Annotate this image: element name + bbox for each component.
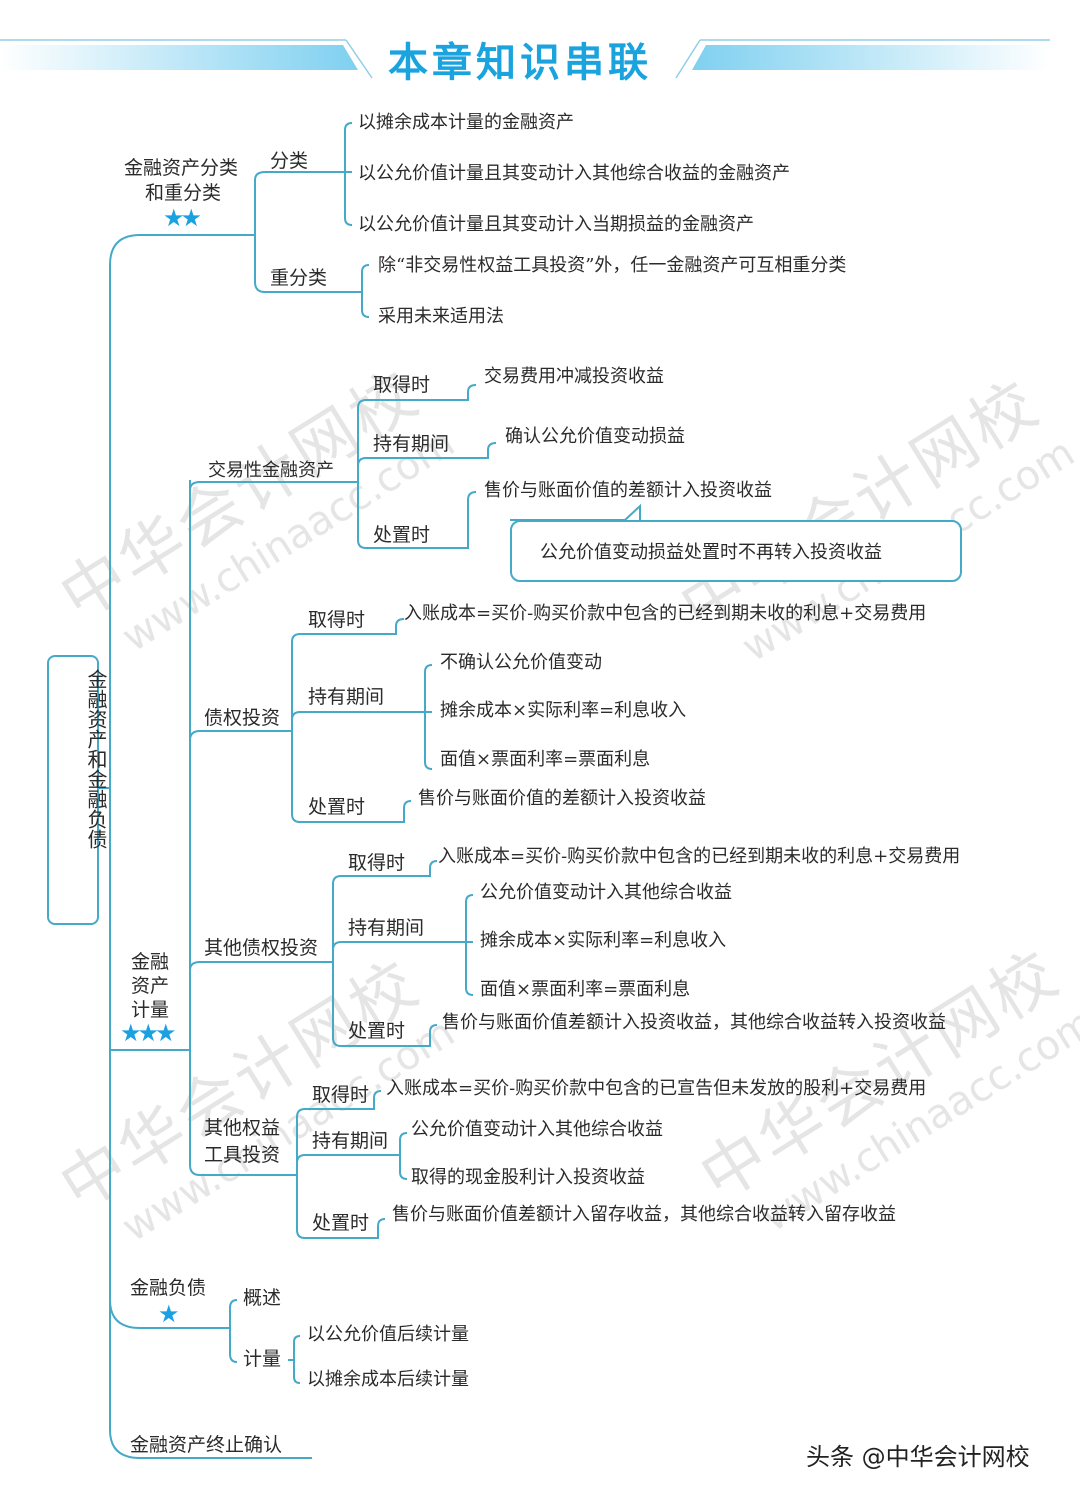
leaf: 取得的现金股利计入投资收益 bbox=[411, 1167, 645, 1188]
leaf: 不确认公允价值变动 bbox=[440, 652, 602, 673]
node-measure[interactable]: 计量 bbox=[243, 1348, 282, 1370]
node-measurement-label[interactable]: 金融 bbox=[131, 951, 170, 973]
leaf: 采用未来适用法 bbox=[378, 306, 504, 327]
node-disposal[interactable]: 处置时 bbox=[348, 1020, 406, 1042]
leaf: 面值×票面利率=票面利息 bbox=[440, 749, 651, 770]
node-disposal[interactable]: 处置时 bbox=[373, 524, 431, 546]
leaf: 除“非交易性权益工具投资”外，任一金融资产可互相重分类 bbox=[378, 255, 847, 276]
source-credit: 头条 @中华会计网校 bbox=[806, 1443, 1030, 1471]
callout-note: 公允价值变动损益处置时不再转入投资收益 bbox=[510, 520, 962, 582]
root-label: 金融资产和金融负债 bbox=[84, 669, 108, 849]
leaf: 公允价值变动计入其他综合收益 bbox=[411, 1119, 663, 1140]
root-node[interactable]: 金融资产和金融负债 bbox=[47, 655, 108, 925]
node-overview[interactable]: 概述 bbox=[243, 1287, 282, 1309]
node-classify[interactable]: 分类 bbox=[270, 150, 309, 172]
leaf: 售价与账面价值差额计入留存收益，其他综合收益转入留存收益 bbox=[392, 1204, 896, 1225]
leaf: 入账成本=买价-购买价款中包含的已经到期未收的利息+交易费用 bbox=[404, 603, 927, 624]
node-trading[interactable]: 交易性金融资产 bbox=[208, 460, 334, 481]
leaf: 以摊余成本后续计量 bbox=[307, 1369, 469, 1390]
node-reclassify[interactable]: 重分类 bbox=[270, 267, 328, 289]
node-derecognition[interactable]: 金融资产终止确认 bbox=[130, 1434, 283, 1456]
node-other-debt[interactable]: 其他债权投资 bbox=[204, 937, 319, 959]
leaf: 以公允价值后续计量 bbox=[307, 1324, 469, 1345]
node-other-equity-2: 工具投资 bbox=[204, 1144, 281, 1166]
node-measurement-label-2: 资产 bbox=[131, 975, 170, 997]
leaf: 入账成本=买价-购买价款中包含的已经到期未收的利息+交易费用 bbox=[438, 846, 961, 867]
leaf: 售价与账面价值差额计入投资收益，其他综合收益转入投资收益 bbox=[442, 1012, 946, 1033]
node-measurement-label-3: 计量 bbox=[131, 999, 170, 1021]
leaf: 以公允价值计量且其变动计入当期损益的金融资产 bbox=[358, 214, 754, 235]
leaf: 交易费用冲减投资收益 bbox=[484, 366, 664, 387]
leaf: 售价与账面价值的差额计入投资收益 bbox=[484, 480, 772, 501]
node-classification-label[interactable]: 金融资产分类 bbox=[124, 157, 239, 179]
node-disposal[interactable]: 处置时 bbox=[308, 796, 366, 818]
node-holding[interactable]: 持有期间 bbox=[348, 917, 425, 939]
page-title: 本章知识串联 bbox=[388, 40, 652, 86]
leaf: 售价与账面价值的差额计入投资收益 bbox=[418, 788, 706, 809]
leaf: 确认公允价值变动损益 bbox=[505, 426, 685, 447]
leaf: 公允价值变动计入其他综合收益 bbox=[480, 882, 732, 903]
star-rating-icon: ★★ bbox=[163, 204, 202, 232]
leaf: 摊余成本×实际利率=利息收入 bbox=[440, 700, 687, 721]
leaf: 以公允价值计量且其变动计入其他综合收益的金融资产 bbox=[358, 163, 790, 184]
leaf: 面值×票面利率=票面利息 bbox=[480, 979, 691, 1000]
node-holding[interactable]: 持有期间 bbox=[373, 433, 450, 455]
node-acquire[interactable]: 取得时 bbox=[308, 609, 366, 631]
star-rating-icon: ★ bbox=[158, 1300, 179, 1328]
node-classification-label-2: 和重分类 bbox=[145, 182, 222, 204]
node-debt[interactable]: 债权投资 bbox=[204, 707, 281, 729]
node-acquire[interactable]: 取得时 bbox=[373, 374, 431, 396]
node-holding[interactable]: 持有期间 bbox=[308, 686, 385, 708]
leaf: 入账成本=买价-购买价款中包含的已宣告但未发放的股利+交易费用 bbox=[386, 1078, 927, 1099]
node-other-equity[interactable]: 其他权益 bbox=[204, 1117, 281, 1139]
leaf: 以摊余成本计量的金融资产 bbox=[358, 112, 574, 133]
node-acquire[interactable]: 取得时 bbox=[348, 852, 406, 874]
node-holding[interactable]: 持有期间 bbox=[312, 1130, 389, 1152]
star-rating-icon: ★★★ bbox=[120, 1019, 177, 1047]
node-acquire[interactable]: 取得时 bbox=[312, 1084, 370, 1106]
header-banner bbox=[0, 39, 1050, 79]
node-disposal[interactable]: 处置时 bbox=[312, 1212, 370, 1234]
node-liability[interactable]: 金融负债 bbox=[130, 1277, 207, 1299]
leaf: 摊余成本×实际利率=利息收入 bbox=[480, 930, 727, 951]
